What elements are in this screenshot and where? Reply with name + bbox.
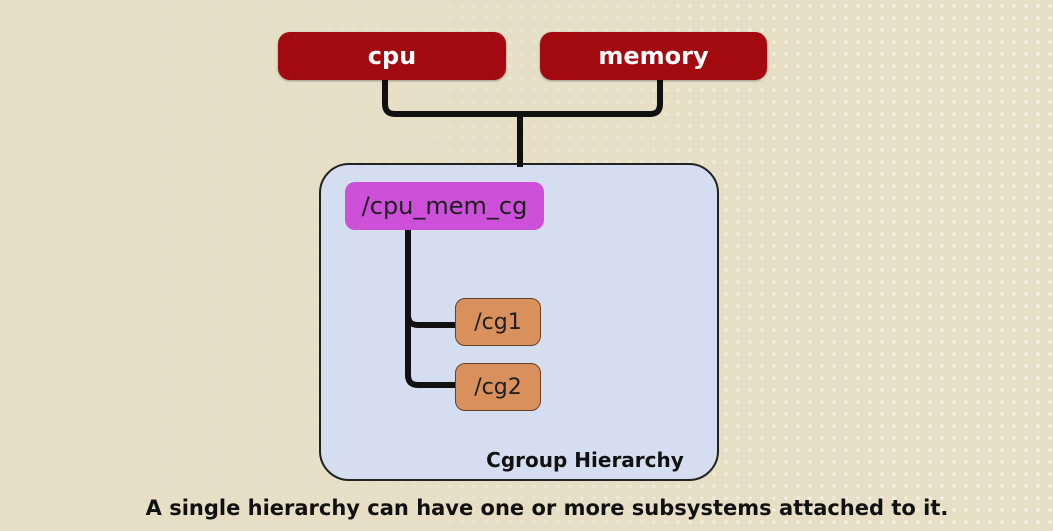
child-cgroup-2: /cg2 [455, 363, 541, 411]
memory-subsystem-label: memory [598, 42, 709, 70]
child-cgroup-1: /cg1 [455, 298, 541, 346]
slide-caption: A single hierarchy can have one or more … [145, 496, 949, 520]
memory-subsystem: memory [540, 32, 767, 80]
cpu-subsystem: cpu [278, 32, 506, 80]
hierarchy-label: Cgroup Hierarchy [486, 448, 684, 472]
cpu-subsystem-label: cpu [367, 42, 417, 70]
root-cgroup-label: /cpu_mem_cg [361, 192, 528, 220]
child-cgroup-1-label: /cg1 [474, 309, 522, 335]
root-cgroup: /cpu_mem_cg [345, 182, 544, 230]
child-cgroup-2-label: /cg2 [474, 374, 522, 400]
